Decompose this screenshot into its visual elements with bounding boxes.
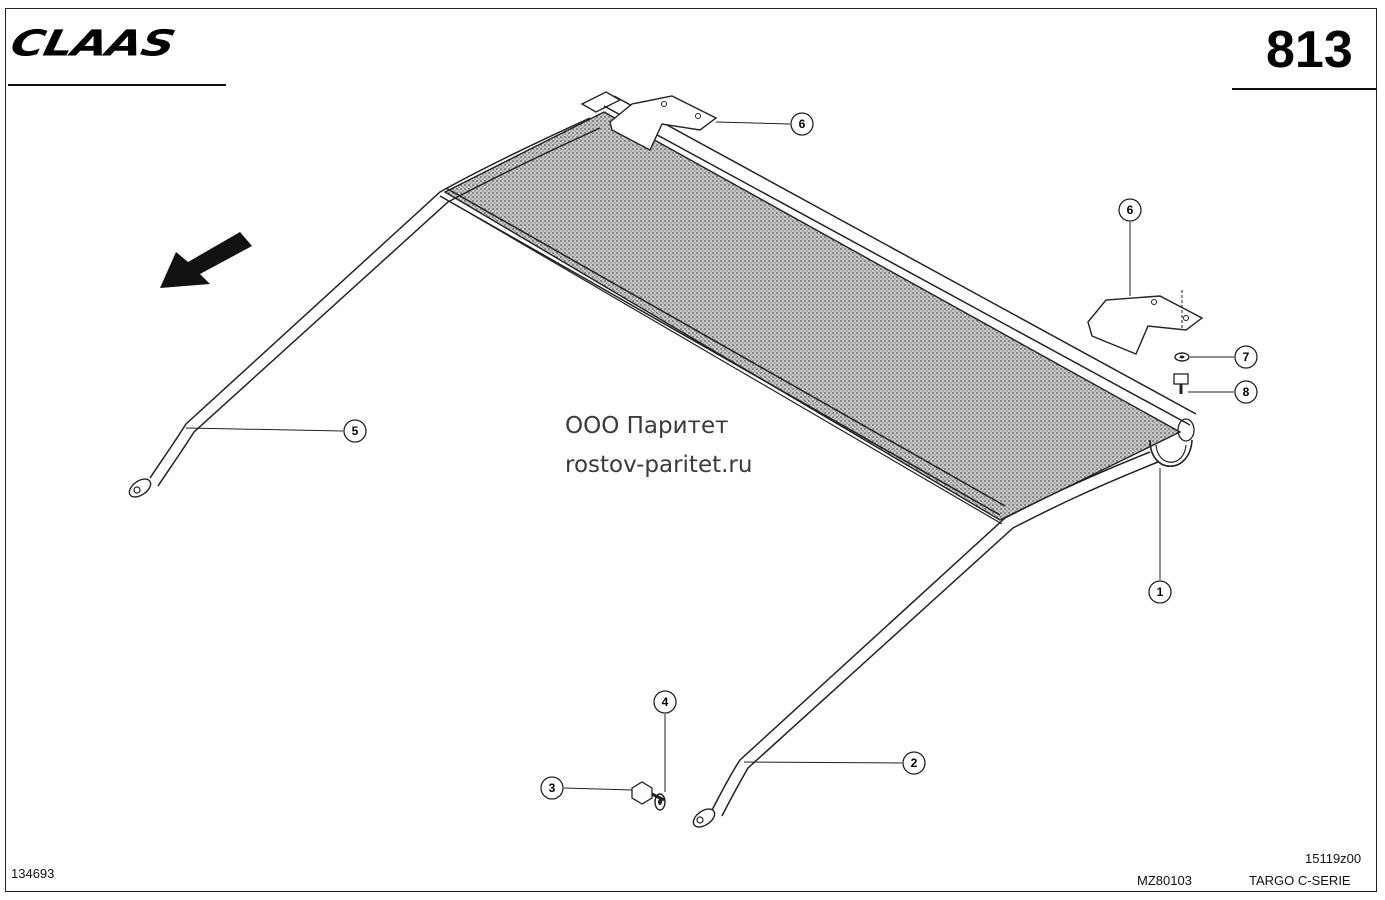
callout-6-right: 6 [1118,198,1142,222]
right-rail [692,451,1159,828]
svg-text:8: 8 [1243,385,1250,399]
callout-1: 1 [1148,580,1172,604]
svg-text:2: 2 [911,756,918,770]
right-bracket [1087,290,1204,355]
svg-text:4: 4 [662,695,669,709]
svg-text:3: 3 [549,781,556,795]
svg-text:6: 6 [1127,203,1134,217]
callout-7: 7 [1234,345,1258,369]
bolt-3 [631,781,665,805]
direction-arrow-icon [160,232,252,288]
image-number: 134693 [11,866,55,881]
callout-4: 4 [653,690,677,714]
svg-text:7: 7 [1243,350,1250,364]
washer-7 [1174,352,1190,362]
callout-5: 5 [343,419,367,443]
svg-text:1: 1 [1157,585,1164,599]
series-label: TARGO C-SERIE [1249,873,1351,888]
svg-text:6: 6 [799,117,806,131]
svg-text:5: 5 [352,424,359,438]
page-number-underline [1232,88,1377,90]
callout-2: 2 [902,751,926,775]
watermark-company: ООО Паритет [565,413,729,439]
left-rail [128,117,601,498]
top-bracket [609,95,718,151]
drawing-code: MZ80103 [1137,873,1192,888]
leader-lines [185,121,1234,792]
screen-panel [439,91,1197,525]
bolt-8 [1173,373,1189,394]
revision-code: 15119z00 [1305,851,1362,866]
watermark-url: rostov-paritet.ru [565,452,753,478]
callout-8: 8 [1234,380,1258,404]
logo-underline [8,84,226,86]
callout-6-top: 6 [790,112,814,136]
page-number: 813 [1266,21,1353,79]
diagram-frame [5,8,1377,892]
washer-4 [654,793,666,811]
callout-3: 3 [540,776,564,800]
